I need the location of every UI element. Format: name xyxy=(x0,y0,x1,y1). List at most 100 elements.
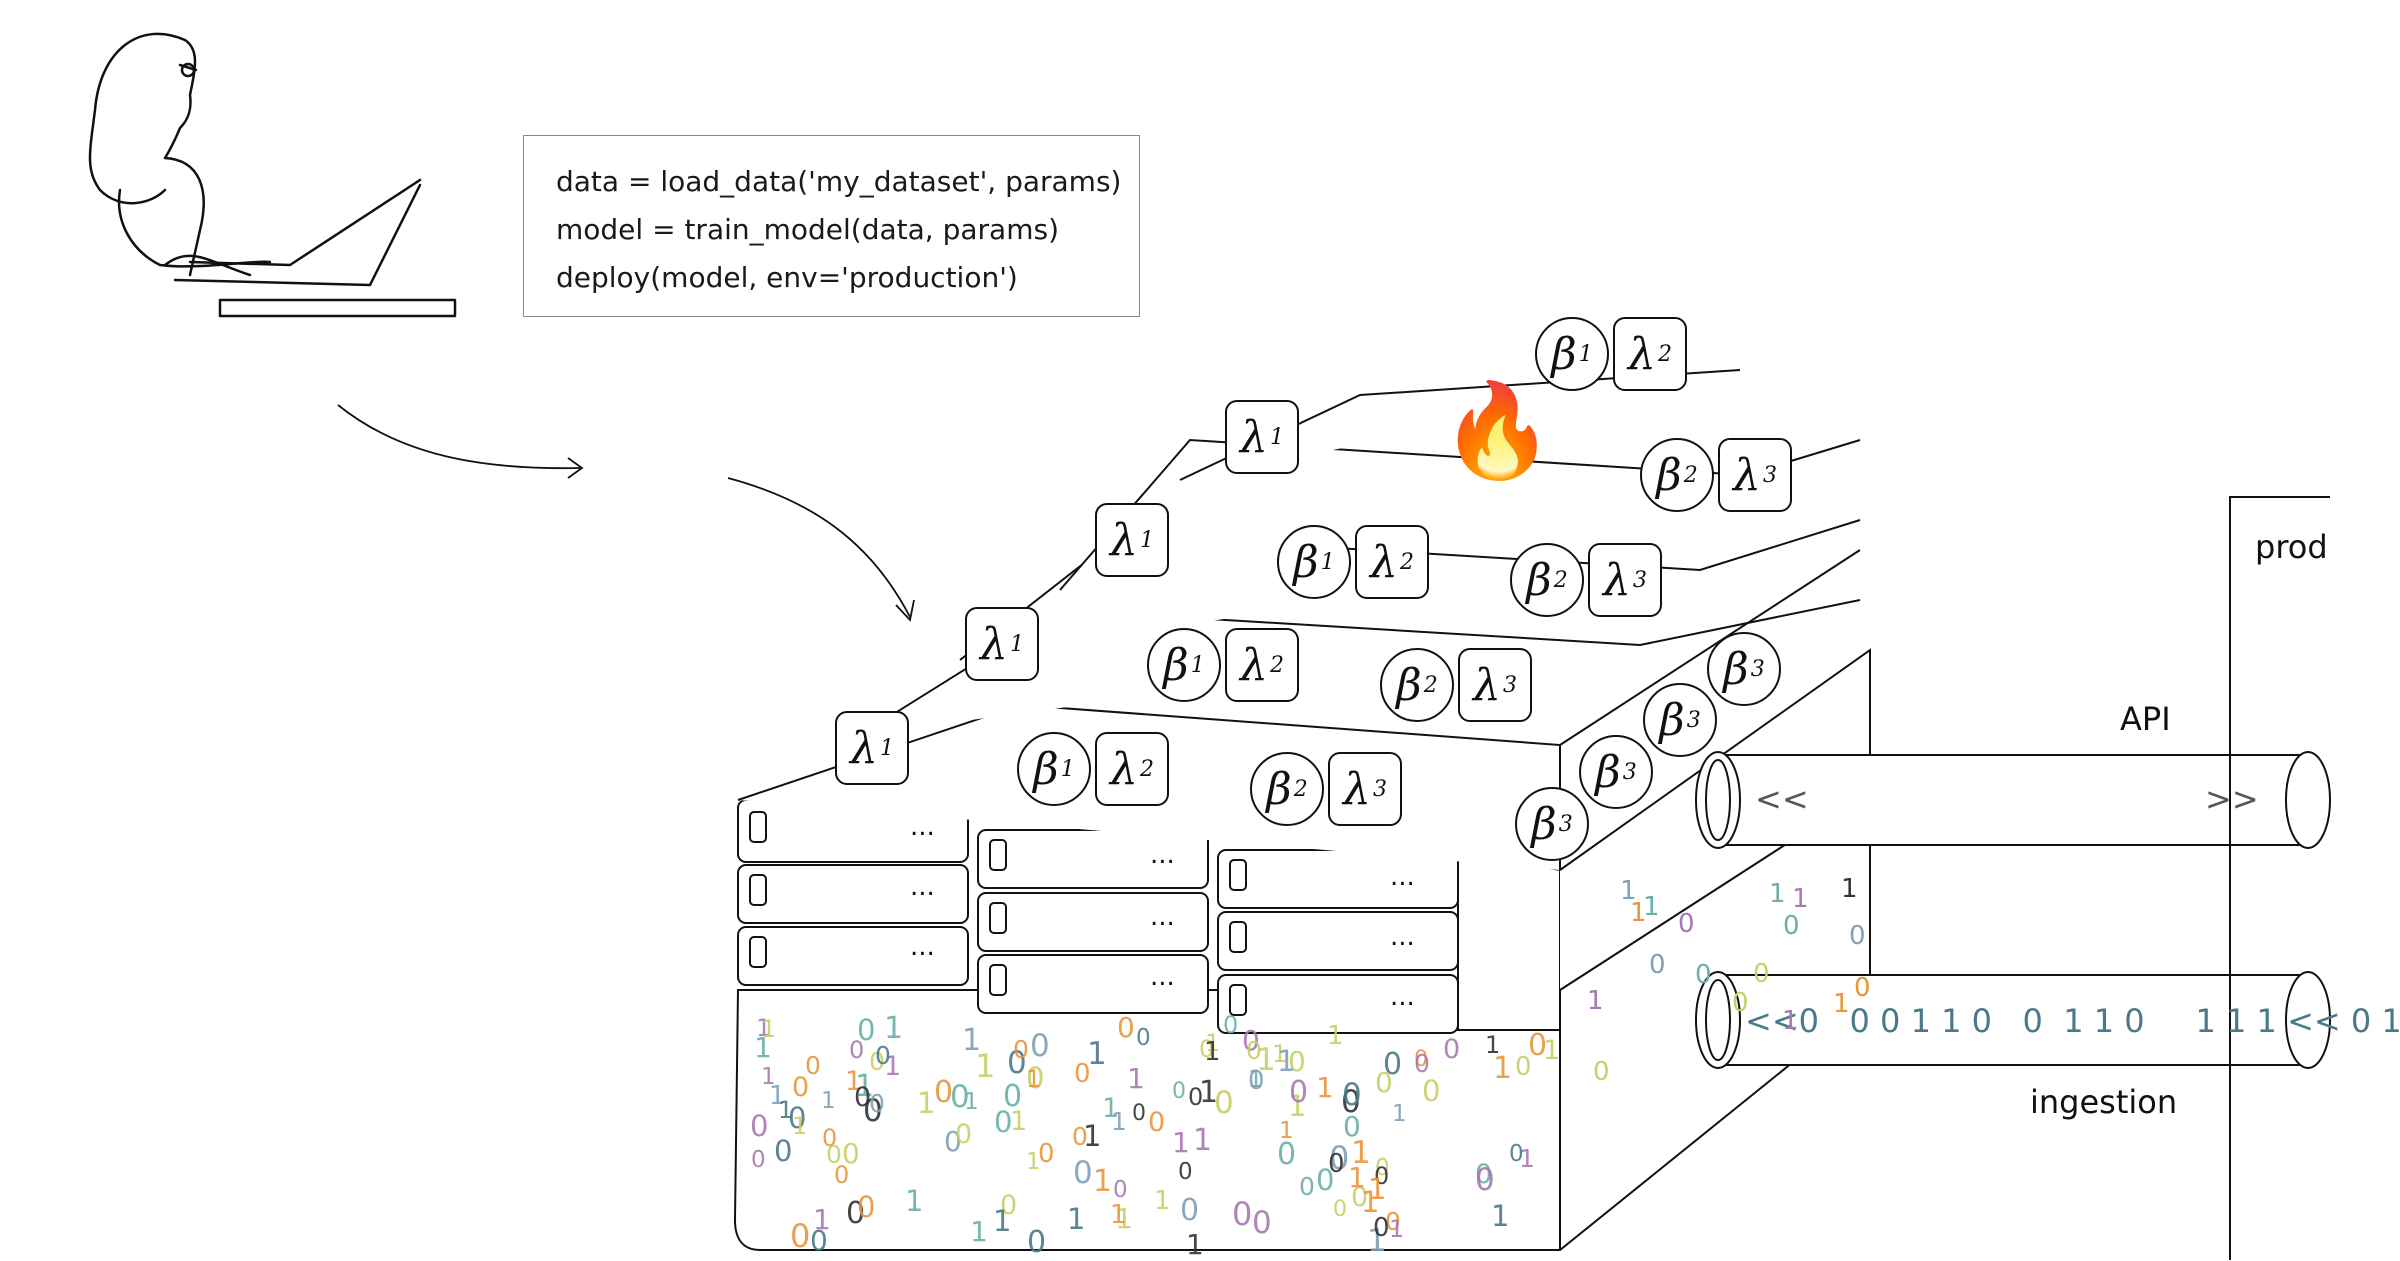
blade-ellipsis: ... xyxy=(1150,840,1175,870)
binary-digit: 1 xyxy=(1193,1123,1213,1158)
blade-handles xyxy=(749,811,1247,1016)
binary-digit: 1 xyxy=(813,1203,831,1236)
binary-digit: 0 xyxy=(751,1147,766,1173)
binary-digit: 0 xyxy=(1073,1155,1093,1191)
binary-digit: 1 xyxy=(1205,1029,1221,1057)
binary-digit: 0 xyxy=(1038,1139,1055,1169)
binary-digit: 1 xyxy=(1026,1065,1042,1093)
binary-digit: 1 xyxy=(1172,1126,1190,1159)
binary-digit: 0 xyxy=(1027,1225,1047,1260)
binary-digit: 0 xyxy=(1148,1107,1166,1138)
binary-digit: 1 xyxy=(1491,1199,1510,1233)
binary-digit: 0 xyxy=(863,1093,883,1129)
binary-digit: 1 xyxy=(845,1066,863,1097)
binary-digit: 1 xyxy=(1067,1202,1086,1236)
binary-digit: 1 xyxy=(884,1011,904,1046)
binary-digit: 0 xyxy=(1013,1035,1029,1064)
binary-digit: 0 xyxy=(1246,1036,1262,1065)
production-box xyxy=(2229,496,2330,1260)
binary-digit: 1 xyxy=(855,1069,875,1104)
binary-digit: 1 xyxy=(756,1014,772,1042)
binary-digit: 0 xyxy=(1003,1079,1023,1114)
binary-digit: 0 xyxy=(1854,973,1871,1003)
binary-digit: 0 xyxy=(1422,1074,1441,1108)
binary-digit: 0 xyxy=(1475,1162,1495,1198)
binary-digit: 0 xyxy=(1783,911,1800,941)
binary-digit: 0 xyxy=(944,1125,962,1158)
binary-digit: 1 xyxy=(1248,1065,1264,1093)
binary-digit: 0 xyxy=(854,1082,872,1113)
binary-digit: 0 xyxy=(1753,959,1770,989)
binary-digit: 0 xyxy=(869,1047,885,1076)
binary-digit: 1 xyxy=(1316,1071,1334,1104)
binary-digit: 0 xyxy=(810,1224,828,1257)
binary-digit: 0 xyxy=(1849,921,1866,951)
binary-digit: 0 xyxy=(1528,1028,1548,1063)
blade-ellipsis: ... xyxy=(1390,862,1415,892)
binary-digit: 0 xyxy=(1026,1061,1045,1095)
binary-digit: 1 xyxy=(964,1089,979,1115)
binary-digit: 0 xyxy=(1188,1083,1204,1111)
binary-digit: 0 xyxy=(1328,1149,1345,1179)
binary-digit: 1 xyxy=(1277,1044,1296,1078)
binary-digit: 0 xyxy=(788,1101,807,1135)
binary-digit: 0 xyxy=(1248,1066,1265,1096)
binary-digit: 0 xyxy=(1351,1182,1369,1213)
binary-digit: 0 xyxy=(1593,1057,1610,1087)
binary-digit: 0 xyxy=(1007,1045,1027,1081)
binary-digit: 0 xyxy=(1113,1177,1128,1203)
binary-digit: 0 xyxy=(1223,1011,1239,1039)
binary-digit: 0 xyxy=(805,1051,821,1080)
binary-digit: 0 xyxy=(1475,1159,1493,1190)
binary-digit: 0 xyxy=(857,1190,876,1224)
binary-digit: 0 xyxy=(875,1041,891,1070)
binary-digit: 0 xyxy=(1414,1047,1428,1072)
binary-digit: 1 xyxy=(1630,898,1647,928)
binary-digit: 1 xyxy=(1288,1089,1307,1123)
binary-digit: 0 xyxy=(950,1079,970,1115)
binary-digit: 0 xyxy=(869,1089,885,1118)
binary-digit: 1 xyxy=(1782,1006,1799,1036)
binary-digit: 1 xyxy=(1115,1202,1133,1235)
binary-digit: 0 xyxy=(1232,1195,1253,1233)
api-right-arrows: >> xyxy=(2205,780,2259,818)
binary-digit: 1 xyxy=(1485,1031,1501,1059)
fire-icon: 🔥 xyxy=(1440,377,1555,484)
binary-digit: 1 xyxy=(754,1031,772,1064)
binary-digit: 0 xyxy=(1375,1066,1393,1099)
binary-digit: 0 xyxy=(1341,1084,1361,1120)
binary-digit: 0 xyxy=(1374,1162,1390,1190)
binary-digit: 1 xyxy=(1272,1040,1288,1068)
binary-digit: 1 xyxy=(975,1047,996,1085)
binary-digit: 0 xyxy=(1178,1159,1193,1185)
binary-digit: 1 xyxy=(1083,1119,1102,1153)
ingestion-pipe xyxy=(1695,971,2331,1069)
binary-digit: 1 xyxy=(1199,1075,1219,1110)
binary-digit: 1 xyxy=(1493,1051,1513,1086)
blade-ellipsis: ... xyxy=(910,872,935,902)
binary-digit: 1 xyxy=(778,1096,794,1124)
binary-digit: 0 xyxy=(1277,1137,1297,1172)
blade-ellipsis: ... xyxy=(1150,902,1175,932)
binary-digit: 0 xyxy=(1117,1011,1135,1044)
binary-digit: 0 xyxy=(1252,1205,1272,1241)
binary-digit: 0 xyxy=(1242,1024,1260,1057)
binary-digit: 0 xyxy=(1373,1213,1390,1243)
binary-digit: 1 xyxy=(1348,1161,1366,1194)
binary-digit: 1 xyxy=(761,1064,776,1090)
binary-digit: 0 xyxy=(955,1119,973,1150)
binary-digit: 0 xyxy=(1180,1193,1200,1228)
binary-digit: 0 xyxy=(1289,1075,1309,1110)
